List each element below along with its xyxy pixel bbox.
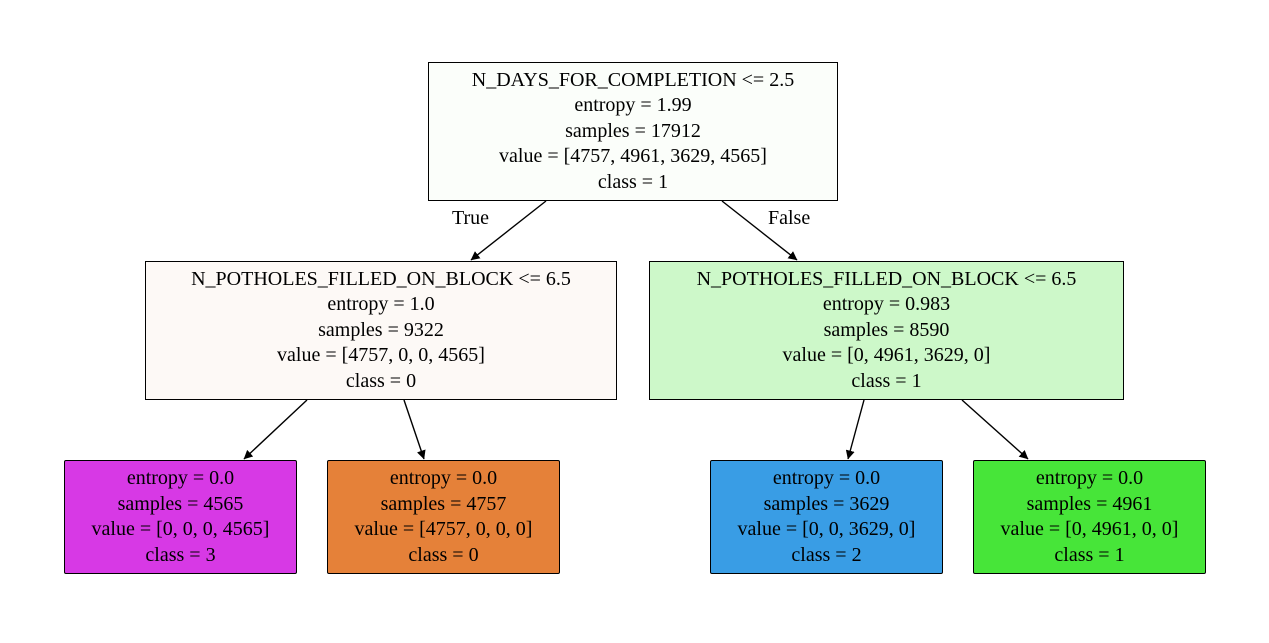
value-text: value = [4757, 4961, 3629, 4565] — [499, 145, 767, 168]
samples-text: samples = 17912 — [565, 119, 701, 142]
tree-leaf-class-0: entropy = 0.0 samples = 4757 value = [47… — [327, 460, 560, 574]
entropy-text: entropy = 0.0 — [126, 467, 235, 489]
entropy-text: entropy = 0.0 — [772, 467, 881, 489]
split-condition: N_POTHOLES_FILLED_ON_BLOCK <= 6.5 — [696, 267, 1077, 290]
samples-text: samples = 3629 — [763, 492, 890, 515]
class-text: class = 3 — [145, 543, 216, 566]
value-text: value = [0, 4961, 3629, 0] — [782, 344, 991, 367]
tree-node-right: N_POTHOLES_FILLED_ON_BLOCK <= 6.5 entrop… — [649, 261, 1124, 400]
samples-text: samples = 8590 — [823, 318, 950, 341]
tree-leaf-class-1: entropy = 0.0 samples = 4961 value = [0,… — [973, 460, 1206, 574]
tree-node-left: N_POTHOLES_FILLED_ON_BLOCK <= 6.5 entrop… — [145, 261, 617, 400]
class-text: class = 0 — [345, 369, 417, 392]
entropy-text: entropy = 0.0 — [389, 467, 498, 489]
edge-root-to-right — [721, 200, 798, 261]
samples-text: samples = 4565 — [117, 492, 244, 515]
entropy-text: entropy = 0.0 — [1035, 467, 1144, 489]
value-text: value = [4757, 0, 0, 0] — [354, 518, 533, 540]
value-text: value = [0, 4961, 0, 0] — [1000, 518, 1179, 540]
tree-leaf-class-2: entropy = 0.0 samples = 3629 value = [0,… — [710, 460, 943, 574]
samples-text: samples = 4757 — [380, 492, 507, 515]
edge-root-to-left — [470, 200, 547, 261]
tree-leaf-class-3: entropy = 0.0 samples = 4565 value = [0,… — [64, 460, 297, 574]
class-text: class = 1 — [597, 170, 669, 193]
edge-label-false: False — [768, 207, 811, 229]
samples-text: samples = 9322 — [318, 318, 444, 341]
split-condition: N_POTHOLES_FILLED_ON_BLOCK <= 6.5 — [191, 267, 571, 290]
class-text: class = 0 — [408, 543, 479, 566]
edge-label-true: True — [452, 207, 490, 229]
class-text: class = 1 — [851, 369, 922, 392]
entropy-text: entropy = 1.99 — [574, 94, 692, 117]
samples-text: samples = 4961 — [1026, 492, 1153, 515]
value-text: value = [0, 0, 0, 4565] — [91, 518, 270, 540]
edge-right-to-leaf-class-1 — [961, 399, 1029, 460]
class-text: class = 1 — [1054, 543, 1125, 566]
tree-node-root: N_DAYS_FOR_COMPLETION <= 2.5 entropy = 1… — [428, 62, 838, 201]
entropy-text: entropy = 0.983 — [822, 293, 951, 316]
value-text: value = [0, 0, 3629, 0] — [737, 518, 916, 540]
edge-left-to-leaf-class-3 — [243, 399, 308, 460]
value-text: value = [4757, 0, 0, 4565] — [277, 344, 485, 367]
edge-left-to-leaf-class-0 — [403, 399, 426, 460]
class-text: class = 2 — [791, 543, 862, 566]
split-condition: N_DAYS_FOR_COMPLETION <= 2.5 — [471, 68, 795, 91]
entropy-text: entropy = 1.0 — [327, 293, 435, 316]
edge-right-to-leaf-class-2 — [845, 399, 865, 460]
